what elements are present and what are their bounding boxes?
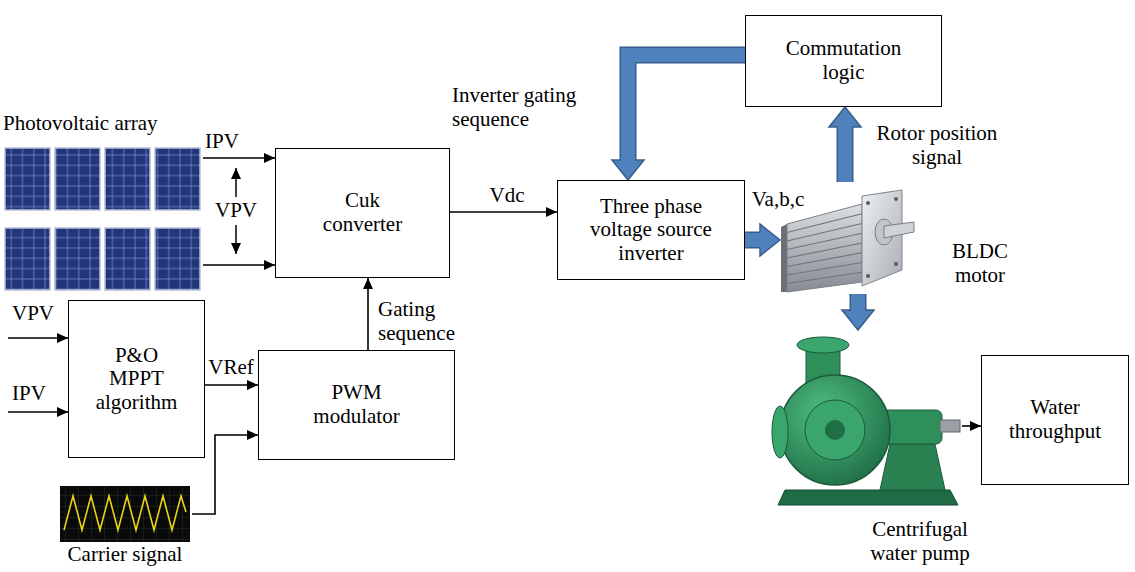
pump-shaft [940, 420, 960, 432]
inlet-flange [772, 406, 788, 458]
voltage-arrow [235, 225, 237, 254]
mounting-hole [866, 201, 870, 205]
pump-eye [805, 400, 865, 460]
mounting-hole [866, 274, 870, 278]
motor-shaft [884, 222, 914, 238]
signal-label: VRef [207, 356, 255, 380]
block-arrow [842, 294, 874, 330]
connector-line [450, 211, 557, 213]
arrow-shaft [838, 125, 852, 182]
signal-name: IPV [12, 382, 62, 406]
pump-picture [772, 337, 960, 505]
signal-arrow [450, 212, 557, 213]
process-box: Cuk converter [275, 148, 450, 278]
block-arrow [745, 224, 780, 256]
signal-label: Va,b,c [745, 188, 811, 212]
illustration-node: Centrifugal water pump [768, 330, 962, 568]
node-text: Three phase voltage source inverter [576, 195, 726, 266]
pv-panel [105, 228, 150, 290]
node-text: P&O MPPT algorithm [89, 344, 184, 415]
arrow-head [760, 224, 780, 256]
node-text: Commutation logic [776, 37, 911, 84]
pv-panel [105, 148, 150, 210]
process-box: Commutation logic [745, 15, 942, 107]
pv-panel [155, 148, 200, 210]
arrow-head [842, 310, 874, 330]
volute-casing [780, 375, 890, 485]
signal-name: VPV [212, 199, 260, 223]
pv-panels [5, 148, 200, 290]
edge-group [192, 55, 981, 514]
mounting-hole [894, 197, 898, 201]
signal-label: IPV [205, 130, 255, 154]
pv-panel [5, 228, 50, 290]
signal-arrow [962, 426, 981, 427]
connector-line [203, 264, 275, 266]
carrier-scope [60, 486, 190, 542]
block-arrow [612, 55, 745, 180]
arrow-outline [628, 55, 745, 160]
illustration-node: BLDC motor [780, 182, 980, 294]
signal-label: Gating sequence [378, 298, 473, 345]
signal-name: VPV [12, 302, 62, 326]
node-text: Carrier signal [58, 543, 192, 567]
outlet-flange [797, 337, 849, 353]
node-text: Centrifugal water pump [860, 518, 980, 565]
input-arrow [8, 337, 68, 339]
pv-panel [55, 228, 100, 290]
signal-label: Vdc [482, 184, 532, 208]
node-text: Water throughput [995, 396, 1115, 443]
node-text: PWM modulator [302, 381, 412, 428]
signal-label: Inverter gating sequence [452, 84, 612, 131]
scope-screen [60, 486, 190, 542]
pv-panel [55, 148, 100, 210]
arrow-shaft [628, 55, 745, 162]
illustration-node: Carrier signal [58, 484, 192, 568]
signal-label: Rotor position signal [862, 122, 1012, 169]
node-text: Photovoltaic array [3, 112, 203, 136]
process-box: Water throughput [981, 355, 1129, 485]
process-box: Three phase voltage source inverter [557, 180, 745, 280]
arrow-head [829, 107, 861, 127]
process-box: PWM modulator [258, 350, 455, 460]
connector-line [203, 157, 275, 159]
motor-flange [862, 190, 902, 286]
pump-hub [825, 420, 845, 440]
connector-line [205, 384, 258, 386]
arrow-shaft [851, 294, 865, 312]
signal-arrow [203, 265, 275, 266]
motor-fins [787, 214, 862, 284]
pv-panel [5, 148, 50, 210]
pump-pedestal [880, 444, 945, 490]
connector-line [367, 278, 369, 350]
illustration-node: Photovoltaic array [3, 112, 203, 294]
node-text: Cuk converter [313, 189, 413, 236]
motor-end-cap [781, 224, 787, 292]
signal-arrow [203, 158, 275, 159]
mounting-hole [894, 262, 898, 266]
arrow-head [612, 160, 644, 180]
input-arrow [8, 411, 68, 413]
block-arrow [829, 107, 861, 182]
signal-arrow [368, 278, 369, 350]
node-text: BLDC motor [940, 240, 1020, 287]
motor-body [787, 204, 862, 292]
pv-panel [155, 228, 200, 290]
signal-arrow [205, 385, 258, 386]
scope-grid [60, 486, 190, 542]
voltage-arrow [235, 168, 237, 197]
connector-line [962, 425, 981, 427]
pump-base [778, 490, 958, 505]
process-box: P&O MPPT algorithm [68, 300, 205, 458]
arrow-shaft [745, 233, 762, 247]
triangle-wave [64, 496, 186, 530]
